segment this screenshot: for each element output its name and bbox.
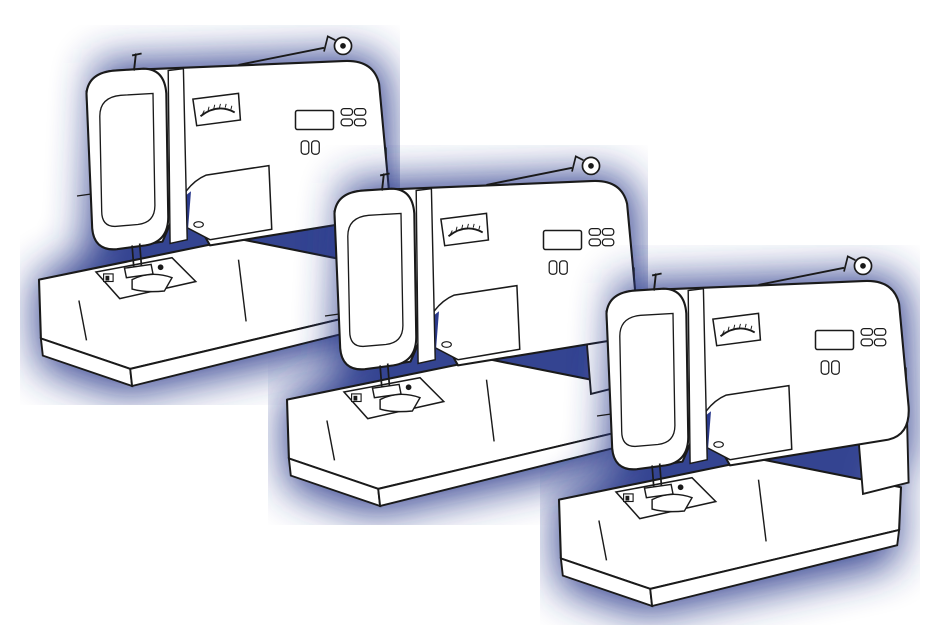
sewing-machine-right (540, 245, 920, 625)
